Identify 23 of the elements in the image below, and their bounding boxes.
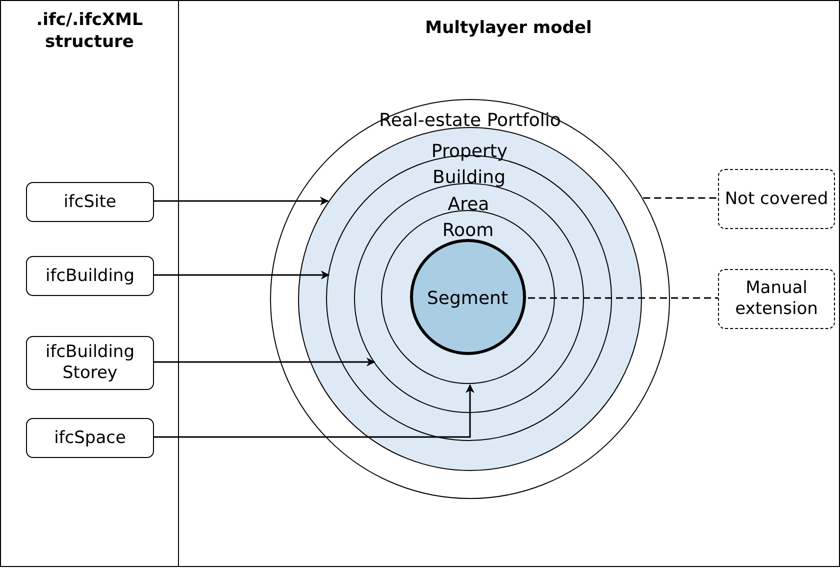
structure-panel <box>0 0 179 567</box>
structure-box: ifcBuilding Storey <box>26 336 154 390</box>
arrow <box>153 384 474 438</box>
layer-label: Real-estate Portfolio <box>379 110 561 131</box>
arrow <box>153 196 329 206</box>
note-box: Not covered <box>718 169 835 229</box>
model-panel <box>178 0 840 567</box>
arrow <box>153 358 376 366</box>
connector-line <box>528 297 718 299</box>
connector-line <box>643 197 718 199</box>
layer-label: Building <box>432 167 506 188</box>
structure-box: ifcSpace <box>26 418 154 458</box>
layer-label: Area <box>448 194 490 214</box>
arrow <box>153 270 330 280</box>
layer-label: Segment <box>427 288 508 308</box>
panel-heading: Multylayer model <box>424 17 593 39</box>
structure-box: ifcSite <box>26 182 154 222</box>
layer-ring <box>381 210 555 384</box>
layer-label: Property <box>431 140 508 162</box>
structure-box: ifcBuilding <box>26 256 154 296</box>
panel-heading: .ifc/.ifcXML structure <box>35 9 144 53</box>
note-box: Manual extension <box>718 269 835 329</box>
layer-label: Room <box>442 220 494 241</box>
